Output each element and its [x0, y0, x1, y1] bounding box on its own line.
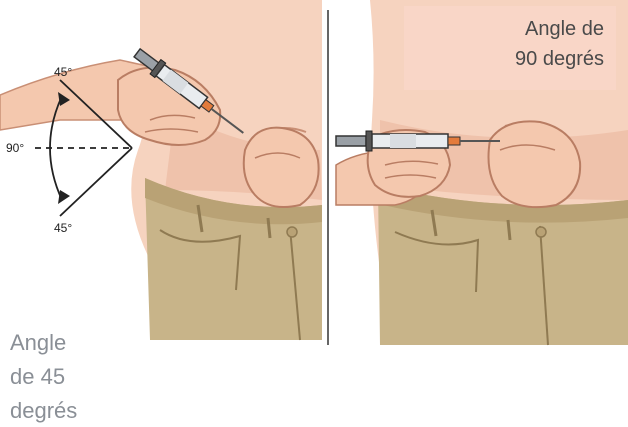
angle-45-caption-line2: de 45 [10, 362, 65, 392]
angle-90-label-line1: Angle de [525, 18, 604, 41]
left-jeans-button [287, 227, 297, 237]
angle-90-label-box: Angle de 90 degrés [404, 6, 616, 90]
angle-45-caption-line1: Angle [10, 328, 66, 358]
angle-label-middle: 90° [6, 141, 24, 155]
left-panel-45-degree: 45° 90° 45° [0, 0, 322, 340]
right-jeans-button [536, 227, 546, 237]
angle-label-top: 45° [54, 65, 72, 79]
angle-90-label-line2: 90 degrés [515, 48, 604, 71]
right-pinching-hand [489, 121, 581, 207]
arc-arrowhead-bottom [58, 190, 70, 204]
left-pinching-hand [244, 128, 319, 207]
angle-45-caption-line3: degrés [10, 396, 77, 426]
angle-label-bottom: 45° [54, 221, 72, 235]
angle-lower-ray [60, 148, 132, 216]
